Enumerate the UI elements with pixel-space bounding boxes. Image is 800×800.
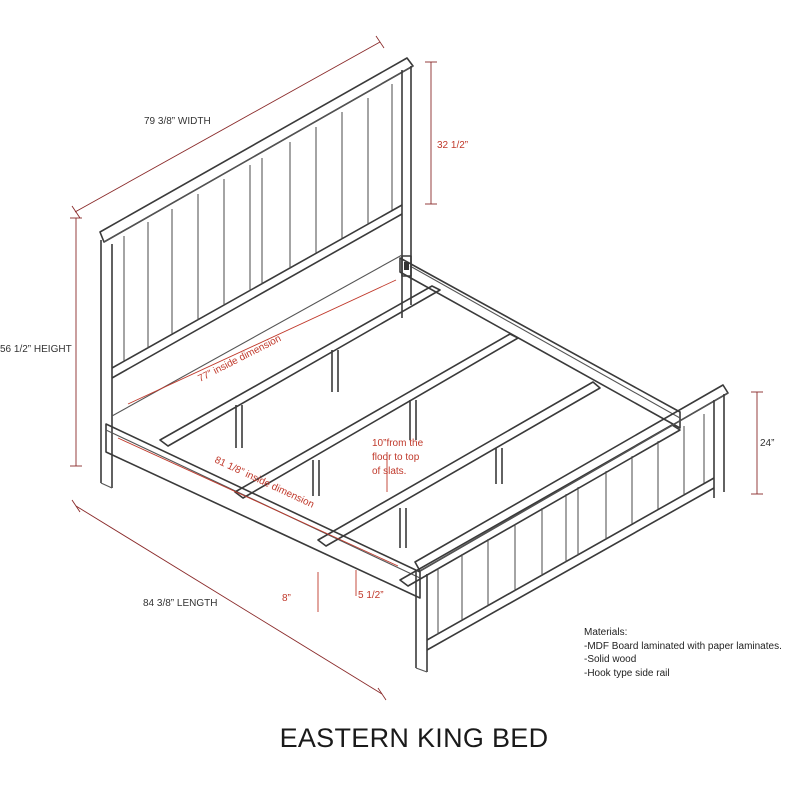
slats bbox=[159, 285, 681, 587]
headboard bbox=[99, 57, 414, 489]
inside-length-label: 81 1/8” inside dimension bbox=[213, 455, 316, 511]
material-item: -MDF Board laminated with paper laminate… bbox=[584, 640, 782, 652]
materials-list: Materials: -MDF Board laminated with pap… bbox=[584, 626, 782, 680]
width-label: 79 3/8” WIDTH bbox=[144, 116, 211, 127]
length-label: 84 3/8” LENGTH bbox=[143, 598, 217, 609]
footboard bbox=[414, 384, 729, 673]
slat-note-line-2: floor to top bbox=[372, 452, 420, 463]
material-item: -Solid wood bbox=[584, 654, 637, 665]
height-label: 56 1/2” HEIGHT bbox=[0, 344, 72, 355]
material-item: -Hook type side rail bbox=[584, 667, 670, 679]
page-title: EASTERN KING BED bbox=[280, 723, 549, 753]
rail-height-label: 5 1/2” bbox=[358, 590, 384, 601]
materials-heading: Materials: bbox=[584, 627, 628, 638]
center-legs bbox=[235, 350, 503, 548]
headboard-height-label: 32 1/2” bbox=[437, 140, 468, 151]
dimension-lines bbox=[70, 35, 763, 701]
slat-note-line-1: 10”from the bbox=[372, 438, 424, 449]
clearance-label: 8” bbox=[282, 593, 291, 604]
footboard-height-label: 24” bbox=[760, 438, 774, 449]
slat-note-line-3: of slats. bbox=[372, 466, 406, 477]
